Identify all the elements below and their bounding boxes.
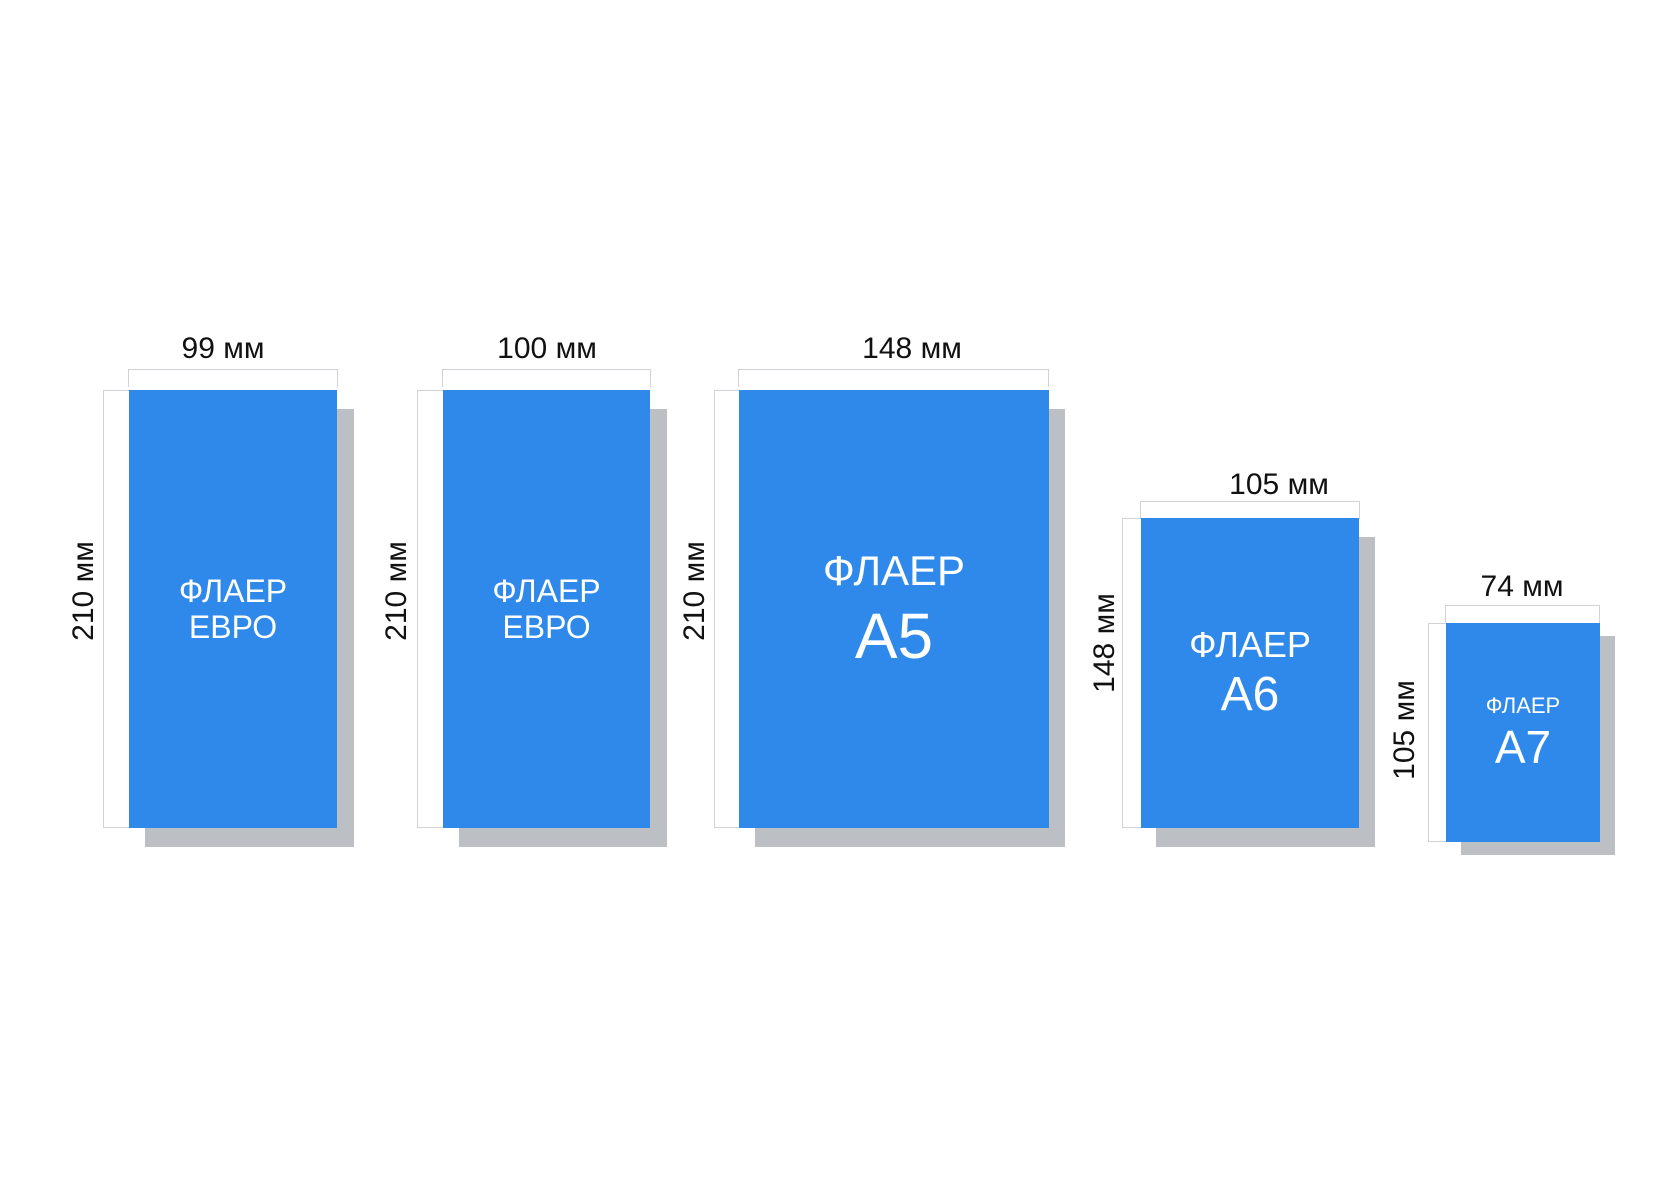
- flyer-label-line1: ФЛАЕР: [822, 546, 966, 594]
- width-dimension-line: [738, 369, 1049, 387]
- flyer-card: ФЛАЕР ЕВРО: [129, 390, 337, 828]
- flyer-card: ФЛАЕР А7: [1446, 623, 1600, 842]
- flyer-label-line2: А7: [1494, 720, 1552, 773]
- width-dimension-line: [1445, 605, 1600, 623]
- flyer-label-line2: А6: [1220, 668, 1280, 722]
- flyer-label-line2: А5: [854, 599, 934, 672]
- height-dimension-line: [1122, 518, 1148, 828]
- flyer-card: ФЛАЕР А6: [1141, 518, 1359, 828]
- height-dimension-line: [1428, 623, 1454, 842]
- flyer-card: ФЛАЕР ЕВРО: [443, 390, 650, 828]
- height-label: 105 мм: [1388, 680, 1421, 780]
- width-dimension-line: [1140, 501, 1360, 519]
- flyer-label-line1: ФЛАЕР: [1189, 623, 1311, 665]
- height-label: 148 мм: [1088, 593, 1121, 693]
- height-dimension-line: [417, 390, 443, 828]
- flyer-card: ФЛАЕР А5: [739, 390, 1049, 828]
- height-label: 210 мм: [380, 541, 413, 641]
- width-dimension-line: [128, 369, 338, 387]
- flyer-label-line1: ФЛАЕР: [492, 573, 601, 609]
- flyer-label-line1: ФЛАЕР: [178, 573, 288, 609]
- flyer-label-line2: ЕВРО: [502, 608, 591, 645]
- height-label: 210 мм: [678, 541, 711, 641]
- width-dimension-line: [442, 369, 651, 387]
- height-dimension-line: [103, 390, 129, 828]
- width-label: 99 мм: [181, 332, 265, 365]
- flyer-label-line2: ЕВРО: [188, 608, 278, 645]
- width-label: 105 мм: [1229, 468, 1329, 501]
- flyer-label-line1: ФЛАЕР: [1485, 692, 1561, 718]
- width-label: 100 мм: [497, 332, 597, 365]
- height-label: 210 мм: [67, 541, 100, 641]
- width-label: 74 мм: [1480, 570, 1564, 603]
- height-dimension-line: [714, 390, 740, 828]
- width-label: 148 мм: [862, 332, 962, 365]
